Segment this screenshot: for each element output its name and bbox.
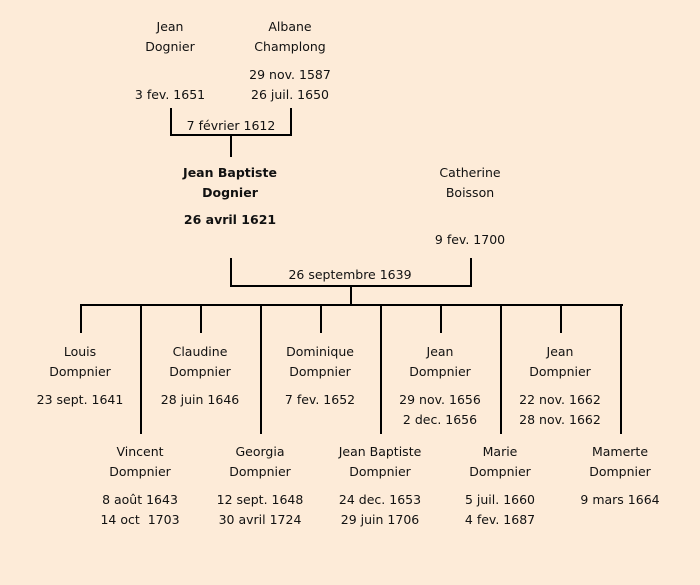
father-last-name: Dognier	[202, 185, 258, 200]
child-first-name: Jean	[426, 344, 454, 359]
child-last-name: Dompnier	[229, 464, 291, 479]
grandfather-death-date: 3 fev. 1651	[134, 87, 206, 102]
child-date: 30 avril 1724	[218, 512, 302, 527]
connector-line	[200, 304, 202, 333]
connector-line	[170, 108, 172, 136]
children-bar	[80, 304, 623, 306]
child-date: 4 fev. 1687	[464, 512, 536, 527]
child-date: 7 fev. 1652	[284, 392, 356, 407]
child-last-name: Dompnier	[109, 464, 171, 479]
child-date: 29 juin 1706	[340, 512, 420, 527]
child-date: 22 nov. 1662	[519, 392, 601, 407]
child-last-name: Dompnier	[349, 464, 411, 479]
child-last-name: Dompnier	[289, 364, 351, 379]
connector-line	[320, 304, 322, 333]
connector-line	[440, 304, 442, 333]
child-date: 12 sept. 1648	[216, 492, 304, 507]
connector-line	[260, 304, 262, 434]
child-first-name: Jean Baptiste	[338, 444, 422, 459]
grandmother-first-name: Albane	[268, 19, 312, 34]
child-date: 29 nov. 1656	[399, 392, 481, 407]
child-last-name: Dompnier	[409, 364, 471, 379]
grandmother-death-date: 26 juil. 1650	[251, 87, 329, 102]
child-date: 28 nov. 1662	[519, 412, 601, 427]
child-first-name: Mamerte	[591, 444, 649, 459]
child-last-name: Dompnier	[529, 364, 591, 379]
child-date: 8 août 1643	[102, 492, 178, 507]
grandfather-last-name: Dognier	[145, 39, 195, 54]
child-date: 14 oct 1703	[100, 512, 180, 527]
child-first-name: Georgia	[235, 444, 285, 459]
child-last-name: Dompnier	[49, 364, 111, 379]
connector-line	[230, 258, 232, 287]
connector-line	[470, 258, 472, 287]
connector-line	[620, 304, 622, 434]
mother-death-date: 9 fev. 1700	[434, 232, 506, 247]
child-date: 5 juil. 1660	[464, 492, 536, 507]
mother-first-name: Catherine	[439, 165, 501, 180]
child-date: 9 mars 1664	[580, 492, 660, 507]
father-first-name: Jean Baptiste	[183, 165, 277, 180]
child-date: 2 dec. 1656	[402, 412, 478, 427]
child-date: 28 juin 1646	[160, 392, 240, 407]
child-date: 24 dec. 1653	[338, 492, 422, 507]
child-last-name: Dompnier	[169, 364, 231, 379]
child-last-name: Dompnier	[589, 464, 651, 479]
child-date: 23 sept. 1641	[36, 392, 124, 407]
child-first-name: Jean	[546, 344, 574, 359]
grandmother-birth-date: 29 nov. 1587	[249, 67, 331, 82]
connector-line	[230, 134, 232, 157]
connector-line	[350, 285, 352, 306]
connector-line	[380, 304, 382, 434]
connector-line	[290, 108, 292, 136]
child-first-name: Vincent	[116, 444, 164, 459]
child-first-name: Claudine	[172, 344, 228, 359]
mother-last-name: Boisson	[445, 185, 495, 200]
grandparents-marriage-date: 7 février 1612	[186, 118, 276, 133]
child-first-name: Marie	[482, 444, 518, 459]
child-first-name: Dominique	[286, 344, 354, 359]
grandfather-first-name: Jean	[156, 19, 184, 34]
connector-line	[500, 304, 502, 434]
parents-marriage-date: 26 septembre 1639	[288, 267, 412, 282]
grandmother-last-name: Champlong	[254, 39, 326, 54]
child-last-name: Dompnier	[469, 464, 531, 479]
connector-line	[560, 304, 562, 333]
child-first-name: Louis	[63, 344, 97, 359]
father-birth-date: 26 avril 1621	[183, 212, 277, 227]
connector-line	[140, 304, 142, 434]
connector-line	[80, 304, 82, 333]
